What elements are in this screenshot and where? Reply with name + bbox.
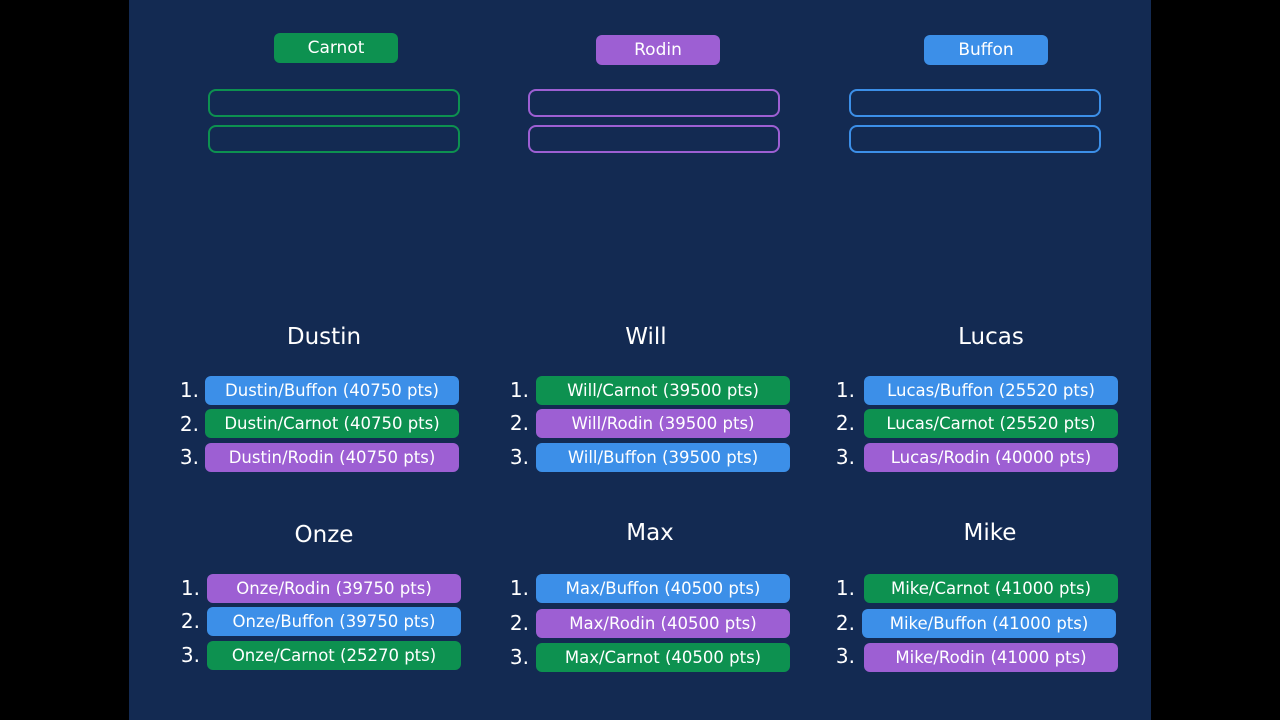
player-name: Onze <box>294 522 354 548</box>
preference-pill[interactable]: Will/Rodin (39500 pts) <box>536 409 790 438</box>
team-label-rodin: Rodin <box>596 35 720 65</box>
rank-number: 3. <box>509 645 529 669</box>
team-label-buffon: Buffon <box>924 35 1048 65</box>
preference-pill[interactable]: Max/Buffon (40500 pts) <box>536 574 790 603</box>
player-name: Mike <box>963 520 1017 546</box>
player-name: Lucas <box>958 324 1024 350</box>
player-name: Dustin <box>286 324 362 350</box>
rank-number: 3. <box>180 643 200 667</box>
preference-pill[interactable]: Lucas/Rodin (40000 pts) <box>864 443 1118 472</box>
preference-pill[interactable]: Onze/Buffon (39750 pts) <box>207 607 461 636</box>
preference-pill[interactable]: Dustin/Carnot (40750 pts) <box>205 409 459 438</box>
preference-pill[interactable]: Onze/Rodin (39750 pts) <box>207 574 461 603</box>
player-name: Max <box>626 520 674 546</box>
team-slot-buffon-2[interactable] <box>849 125 1101 153</box>
rank-number: 1. <box>509 576 529 600</box>
rank-number: 1. <box>835 576 855 600</box>
preference-pill[interactable]: Onze/Carnot (25270 pts) <box>207 641 461 670</box>
preference-pill[interactable]: Dustin/Buffon (40750 pts) <box>205 376 459 405</box>
team-slot-rodin-1[interactable] <box>528 89 780 117</box>
team-slot-carnot-1[interactable] <box>208 89 460 117</box>
preference-pill[interactable]: Lucas/Buffon (25520 pts) <box>864 376 1118 405</box>
rank-number: 2. <box>835 611 855 635</box>
rank-number: 1. <box>509 378 529 402</box>
preference-pill[interactable]: Dustin/Rodin (40750 pts) <box>205 443 459 472</box>
rank-number: 1. <box>179 378 199 402</box>
team-label-carnot: Carnot <box>274 33 398 63</box>
rank-number: 3. <box>835 644 855 668</box>
rank-number: 3. <box>509 445 529 469</box>
team-slot-buffon-1[interactable] <box>849 89 1101 117</box>
rank-number: 1. <box>835 378 855 402</box>
preference-pill[interactable]: Will/Buffon (39500 pts) <box>536 443 790 472</box>
preference-pill[interactable]: Will/Carnot (39500 pts) <box>536 376 790 405</box>
rank-number: 3. <box>835 445 855 469</box>
rank-number: 2. <box>180 609 200 633</box>
team-slot-rodin-2[interactable] <box>528 125 780 153</box>
preference-pill[interactable]: Lucas/Carnot (25520 pts) <box>864 409 1118 438</box>
preference-pill[interactable]: Mike/Rodin (41000 pts) <box>864 643 1118 672</box>
team-slot-carnot-2[interactable] <box>208 125 460 153</box>
rank-number: 3. <box>179 445 199 469</box>
player-name: Will <box>625 324 667 350</box>
preference-pill[interactable]: Mike/Carnot (41000 pts) <box>864 574 1118 603</box>
preference-pill[interactable]: Max/Carnot (40500 pts) <box>536 643 790 672</box>
rank-number: 2. <box>179 412 199 436</box>
preference-pill[interactable]: Mike/Buffon (41000 pts) <box>862 609 1116 638</box>
preference-pill[interactable]: Max/Rodin (40500 pts) <box>536 609 790 638</box>
rank-number: 2. <box>509 411 529 435</box>
rank-number: 2. <box>509 611 529 635</box>
slide: Carnot Rodin Buffon Dustin 1. Dustin/Buf… <box>129 0 1151 720</box>
rank-number: 2. <box>835 411 855 435</box>
rank-number: 1. <box>180 576 200 600</box>
